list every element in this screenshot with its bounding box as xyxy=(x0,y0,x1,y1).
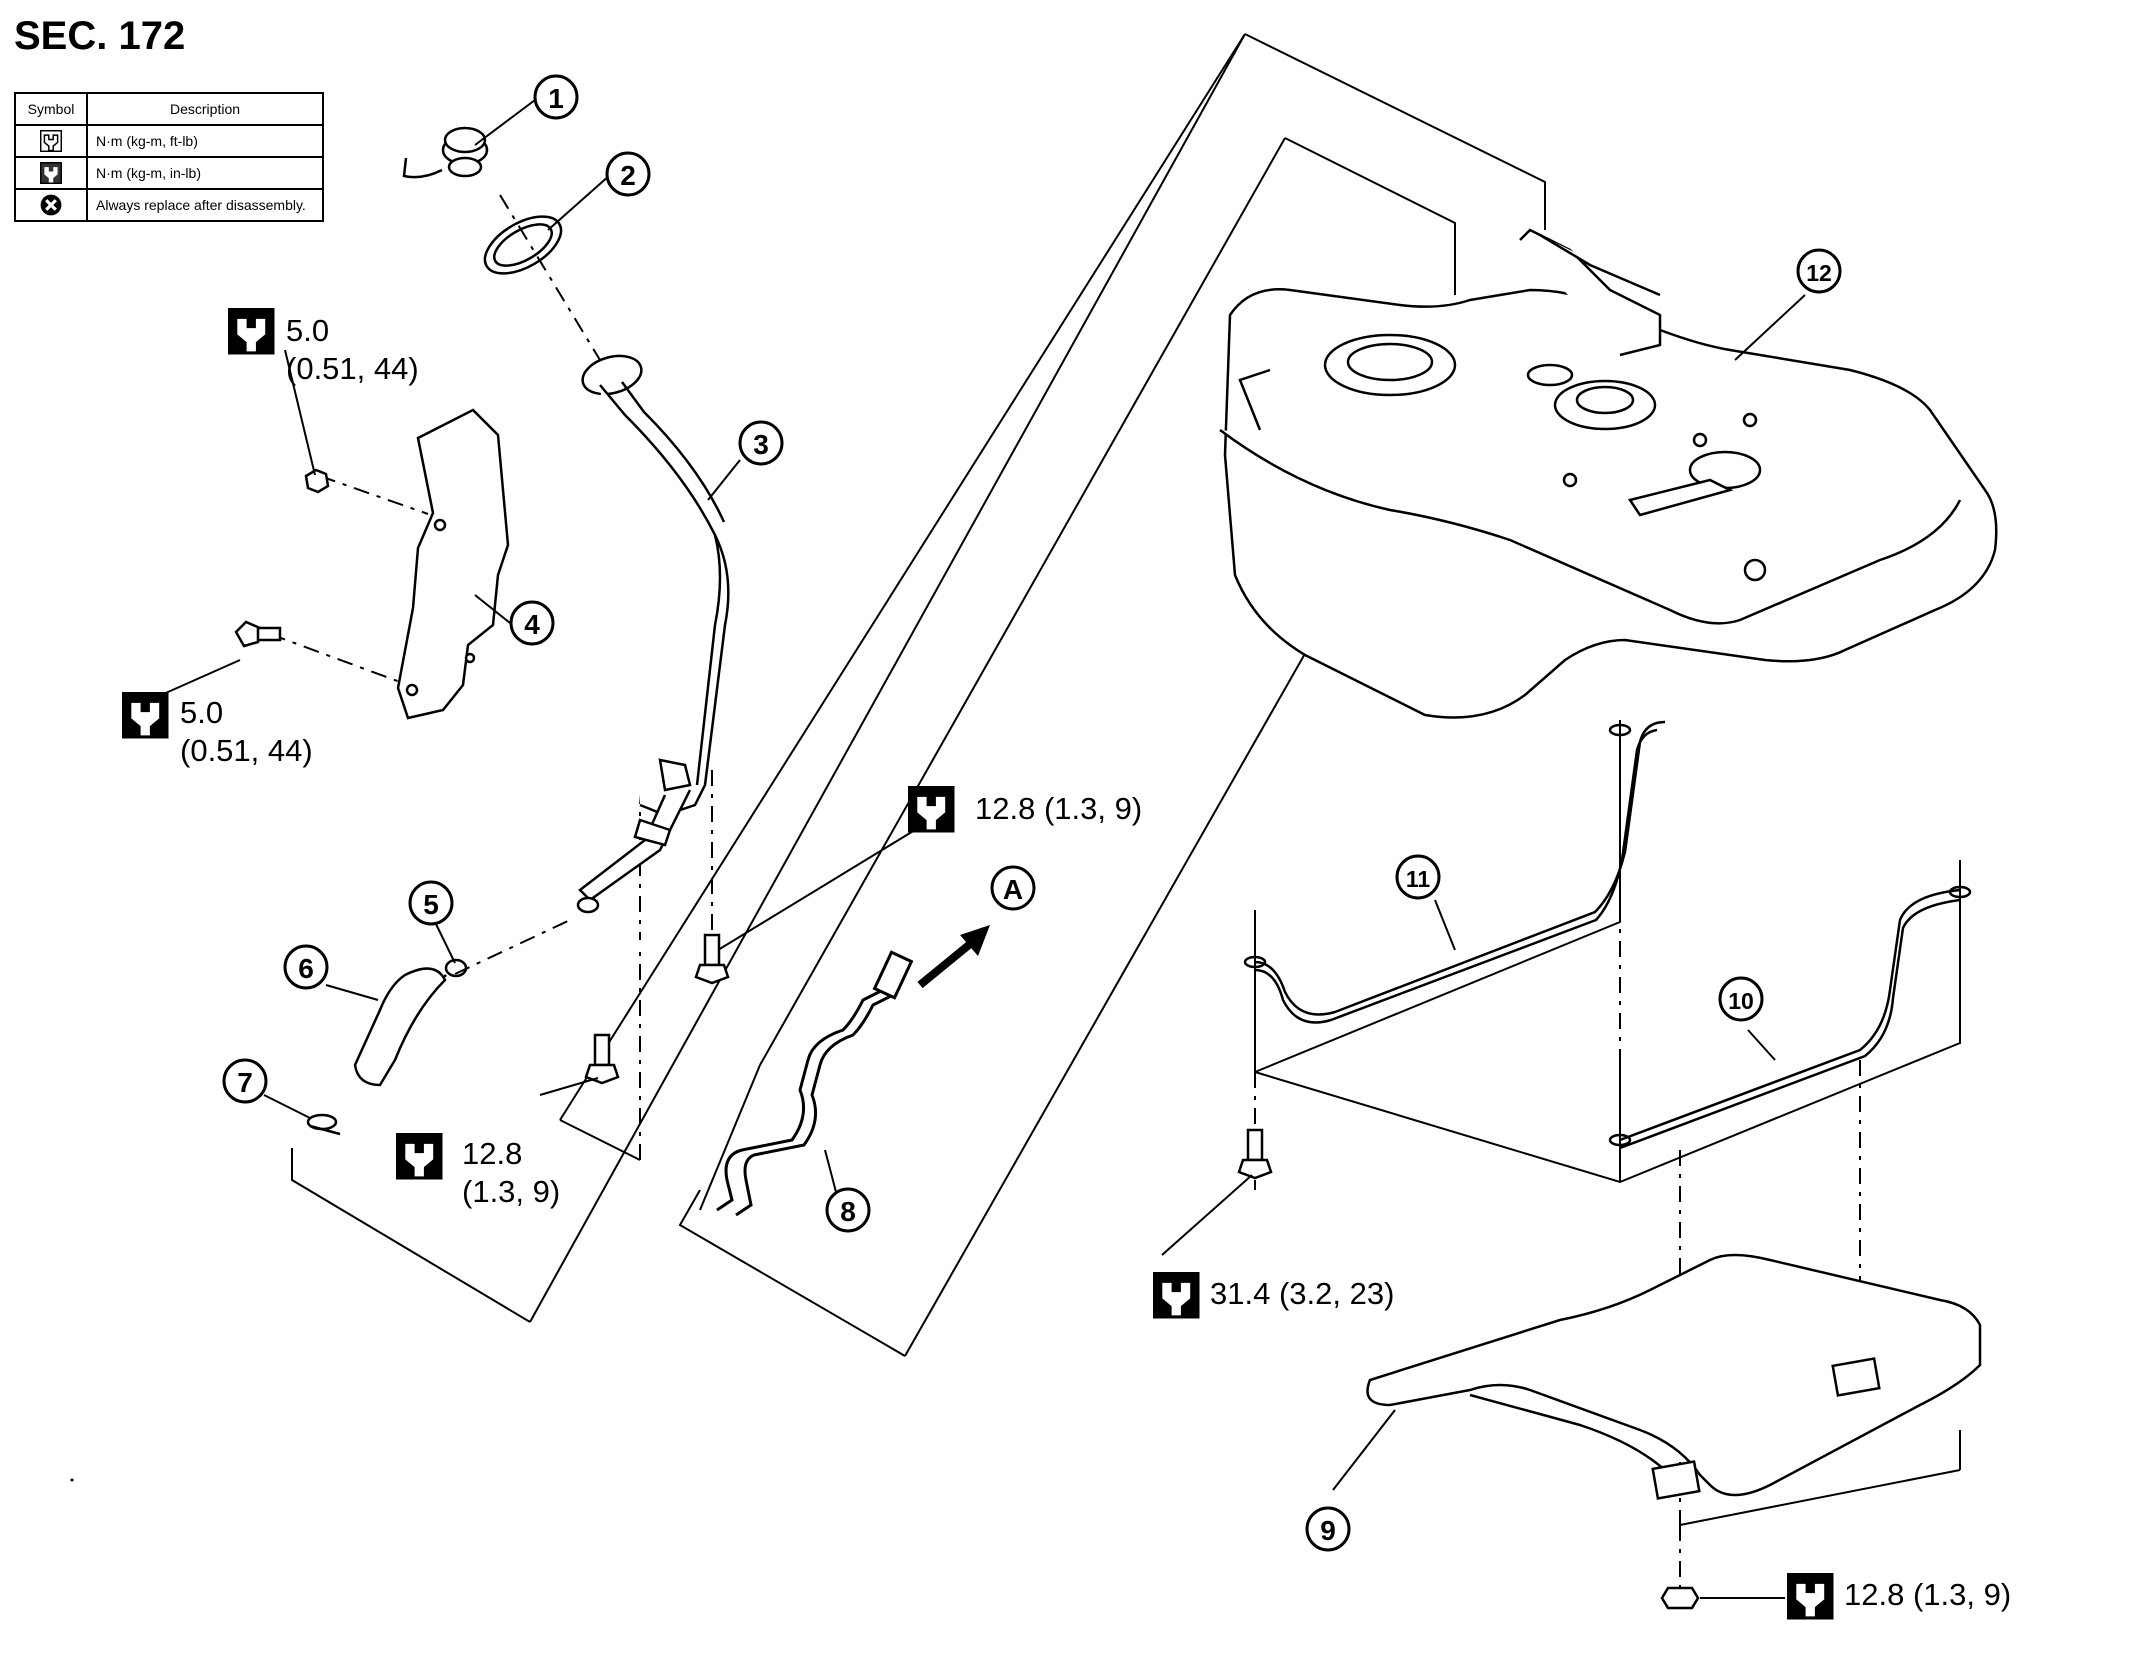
torque-text: 12.8 (1.3, 9) xyxy=(1844,1577,2012,1612)
tank-strap-front xyxy=(1243,720,1666,1024)
torque-value: 5.0 xyxy=(180,695,224,730)
bracket-bolt xyxy=(234,620,282,648)
legend-header-description: Description xyxy=(86,92,324,126)
view-a-callout: A xyxy=(990,865,1036,911)
torque-wrench-icon xyxy=(1153,1272,1200,1319)
torque-label-bracket-bolt: 5.0 (0.51, 44) xyxy=(180,694,313,770)
hose-clamp-lower xyxy=(306,1113,341,1136)
torque-text: 31.4 (3.2, 23) xyxy=(1210,1276,1395,1311)
torque-value: 5.0 xyxy=(286,313,330,348)
callout-7: 7 xyxy=(222,1058,268,1104)
torque-wrench-icon xyxy=(122,692,169,739)
torque-wrench-open-icon xyxy=(14,124,88,158)
strap-bolt xyxy=(1237,1128,1273,1180)
torque-wrench-icon xyxy=(396,1133,443,1180)
svg-text:8: 8 xyxy=(840,1196,856,1227)
tank-strap-rear xyxy=(1608,885,1972,1150)
filler-tube-bracket xyxy=(396,408,510,720)
torque-detail: (0.51, 44) xyxy=(180,733,313,768)
vent-hose xyxy=(716,950,914,1217)
torque-wrench-icon xyxy=(1787,1573,1834,1620)
tube-bolt-lower xyxy=(584,1033,620,1085)
replace-x-icon xyxy=(14,188,88,222)
legend-row: N·m (kg-m, ft-lb) xyxy=(14,124,324,158)
legend-header-row: Symbol Description xyxy=(14,92,324,126)
svg-text:9: 9 xyxy=(1320,1515,1336,1546)
bracket-nut xyxy=(304,468,330,494)
callout-4: 4 xyxy=(509,600,555,646)
callout-8: 8 xyxy=(825,1187,871,1233)
svg-text:4: 4 xyxy=(524,609,540,640)
callout-10: 10 xyxy=(1718,976,1764,1022)
torque-text: 12.8 (1.3, 9) xyxy=(975,791,1143,826)
torque-label-bracket-nut: 5.0 (0.51, 44) xyxy=(286,312,419,388)
heat-insulator xyxy=(1366,1253,1982,1500)
torque-label-strap-bolt: 31.4 (3.2, 23) xyxy=(1210,1275,1394,1313)
torque-wrench-icon xyxy=(228,308,275,355)
filler-hose xyxy=(353,967,447,1087)
svg-text:10: 10 xyxy=(1728,988,1754,1014)
svg-text:5: 5 xyxy=(423,889,439,920)
torque-label-tube-bolt: 12.8 (1.3, 9) xyxy=(975,790,1142,828)
filler-tube xyxy=(576,354,730,914)
svg-text:7: 7 xyxy=(237,1067,253,1098)
callout-11: 11 xyxy=(1395,854,1441,900)
svg-text:6: 6 xyxy=(298,953,314,984)
leader-lines xyxy=(149,99,1806,1599)
torque-wrench-icon xyxy=(908,786,955,833)
legend-row: Always replace after disassembly. xyxy=(14,188,324,222)
svg-text:11: 11 xyxy=(1406,866,1431,892)
svg-text:A: A xyxy=(1003,874,1023,905)
legend-row: N·m (kg-m, in-lb) xyxy=(14,156,324,190)
callout-6: 6 xyxy=(283,944,329,990)
gasket-ring xyxy=(483,215,563,275)
legend-description: N·m (kg-m, ft-lb) xyxy=(86,124,324,158)
callout-1: 1 xyxy=(533,74,579,120)
stray-mark xyxy=(70,1478,74,1482)
section-title: SEC. 172 xyxy=(14,14,186,58)
torque-label-tube-lower-bolt: 12.8 (1.3, 9) xyxy=(462,1135,560,1211)
callout-2: 2 xyxy=(605,151,651,197)
legend-description: N·m (kg-m, in-lb) xyxy=(86,156,324,190)
torque-detail: (0.51, 44) xyxy=(286,351,419,386)
callout-3: 3 xyxy=(738,420,784,466)
insulator-nut xyxy=(1660,1586,1700,1610)
legend-header-symbol: Symbol xyxy=(14,92,88,126)
svg-text:1: 1 xyxy=(548,83,564,114)
callout-9: 9 xyxy=(1305,1506,1351,1552)
svg-text:3: 3 xyxy=(753,429,769,460)
filler-cap xyxy=(402,126,489,179)
callout-5: 5 xyxy=(408,880,454,926)
svg-text:12: 12 xyxy=(1806,260,1832,286)
tube-bolt-right xyxy=(694,933,730,985)
arrow-to-view-a xyxy=(917,925,990,989)
svg-text:2: 2 xyxy=(620,160,636,191)
legend-description: Always replace after disassembly. xyxy=(86,188,324,222)
callout-12: 12 xyxy=(1796,248,1842,294)
fuel-tank xyxy=(1219,228,1998,719)
torque-wrench-filled-icon xyxy=(14,156,88,190)
torque-value: 12.8 xyxy=(462,1136,523,1171)
torque-detail: (1.3, 9) xyxy=(462,1174,561,1209)
torque-label-insulator-nut: 12.8 (1.3, 9) xyxy=(1844,1576,2011,1614)
symbol-legend-table: Symbol Description N·m (kg-m, ft-lb) N·m… xyxy=(14,92,324,222)
